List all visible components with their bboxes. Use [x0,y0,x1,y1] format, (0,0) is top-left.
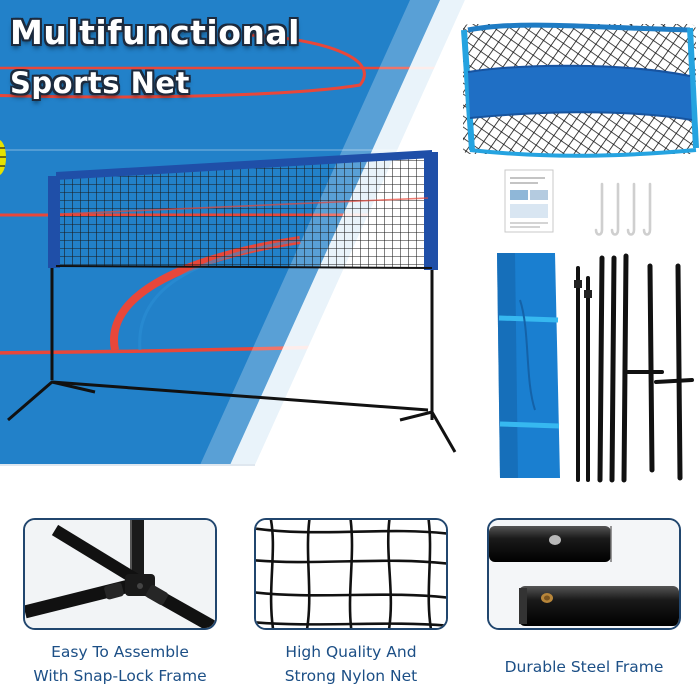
badminton-net [7,150,457,453]
caption-steel-frame: Durable Steel Frame [487,655,681,679]
feature-card-snap-lock [23,518,217,630]
caption-nylon-net: High Quality And Strong Nylon Net [254,640,448,688]
snap-lock-joint-image [25,520,215,628]
caption-snap-lock: Easy To Assemble With Snap-Lock Frame [23,640,217,688]
nylon-net-closeup [256,520,446,628]
steel-tube-image [489,520,679,628]
caption-nylon-net-line-1: High Quality And [285,643,417,661]
headline-line-2: Sports Net [10,66,190,100]
caption-nylon-net-line-2: Strong Nylon Net [284,667,418,685]
ground-stakes [594,182,652,236]
rolled-net [461,22,699,158]
caption-snap-lock-line-2: With Snap-Lock Frame [33,667,207,685]
headline-line-1: Multifunctional [10,13,300,52]
feature-card-nylon-net [254,518,448,630]
caption-snap-lock-line-1: Easy To Assemble [51,643,189,661]
carry-bag [497,253,560,478]
frame-poles [574,253,694,483]
feature-card-steel-frame [487,518,681,630]
caption-steel-frame-line-1: Durable Steel Frame [504,658,664,676]
instruction-manual [504,169,554,233]
